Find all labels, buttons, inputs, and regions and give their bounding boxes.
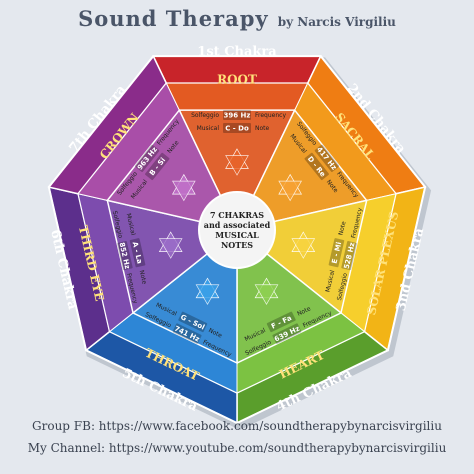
merkaba-star-icon <box>195 277 220 305</box>
chakra-info-panel: 396 Hz Solfeggio Frequency C - Do Musical Not… <box>191 110 286 133</box>
note-box <box>223 123 251 133</box>
center-text-line: NOTES <box>221 240 253 250</box>
diagram-border <box>47 55 427 425</box>
musical-tag: Musical <box>197 125 220 132</box>
center-text-line: and associated <box>204 220 271 230</box>
center-text-line: 7 CHAKRAS <box>210 210 264 220</box>
center-text-line: MUSICAL <box>215 230 259 240</box>
frequency-box <box>314 144 340 172</box>
solfeggio-tag: Solfeggio <box>191 112 219 119</box>
page-title: Sound Therapy <box>78 6 269 31</box>
frequency-box <box>223 110 251 120</box>
chakra-inner-wedge <box>106 108 239 232</box>
note-tag: Note <box>338 220 348 236</box>
frequency-box <box>172 323 202 344</box>
note-value: C - Do <box>225 125 249 133</box>
merkaba-star-icon <box>225 148 249 176</box>
merkaba-star-icon <box>158 231 183 259</box>
page-title-block: Sound Therapy by Narcis Virgiliu <box>0 6 474 31</box>
center-circle <box>198 191 276 269</box>
footer-group-link[interactable]: Group FB: https://www.facebook.com/sound… <box>32 419 442 433</box>
chakra-name-label: ROOT <box>217 73 257 87</box>
note-tag: Note <box>255 125 270 132</box>
merkaba-star-icon <box>171 173 196 202</box>
frequency-tag: Frequency <box>255 112 286 119</box>
merkaba-star-icon <box>278 173 303 202</box>
note-box <box>129 238 146 268</box>
footer-channel-link[interactable]: My Channel: https://www.youtube.com/soun… <box>27 441 447 455</box>
author-credit: by Narcis Virgiliu <box>277 15 396 29</box>
frequency-value: 396 Hz <box>224 112 251 120</box>
note-box <box>266 311 296 333</box>
note-box <box>178 311 208 333</box>
frequency-box <box>134 144 160 172</box>
merkaba-star-icon <box>291 231 316 259</box>
frequency-box <box>272 323 302 344</box>
chakra-number-label: 1st Chakra <box>197 45 277 60</box>
note-box <box>328 238 345 268</box>
frequency-box <box>341 241 357 271</box>
note-box <box>304 152 329 181</box>
note-tag: Note <box>138 270 148 286</box>
note-box <box>145 152 170 181</box>
musical-tag: Musical <box>125 213 137 237</box>
musical-tag: Musical <box>325 269 337 293</box>
frequency-box <box>117 241 133 271</box>
merkaba-star-icon <box>254 277 279 305</box>
chakra-name-band <box>165 82 309 111</box>
